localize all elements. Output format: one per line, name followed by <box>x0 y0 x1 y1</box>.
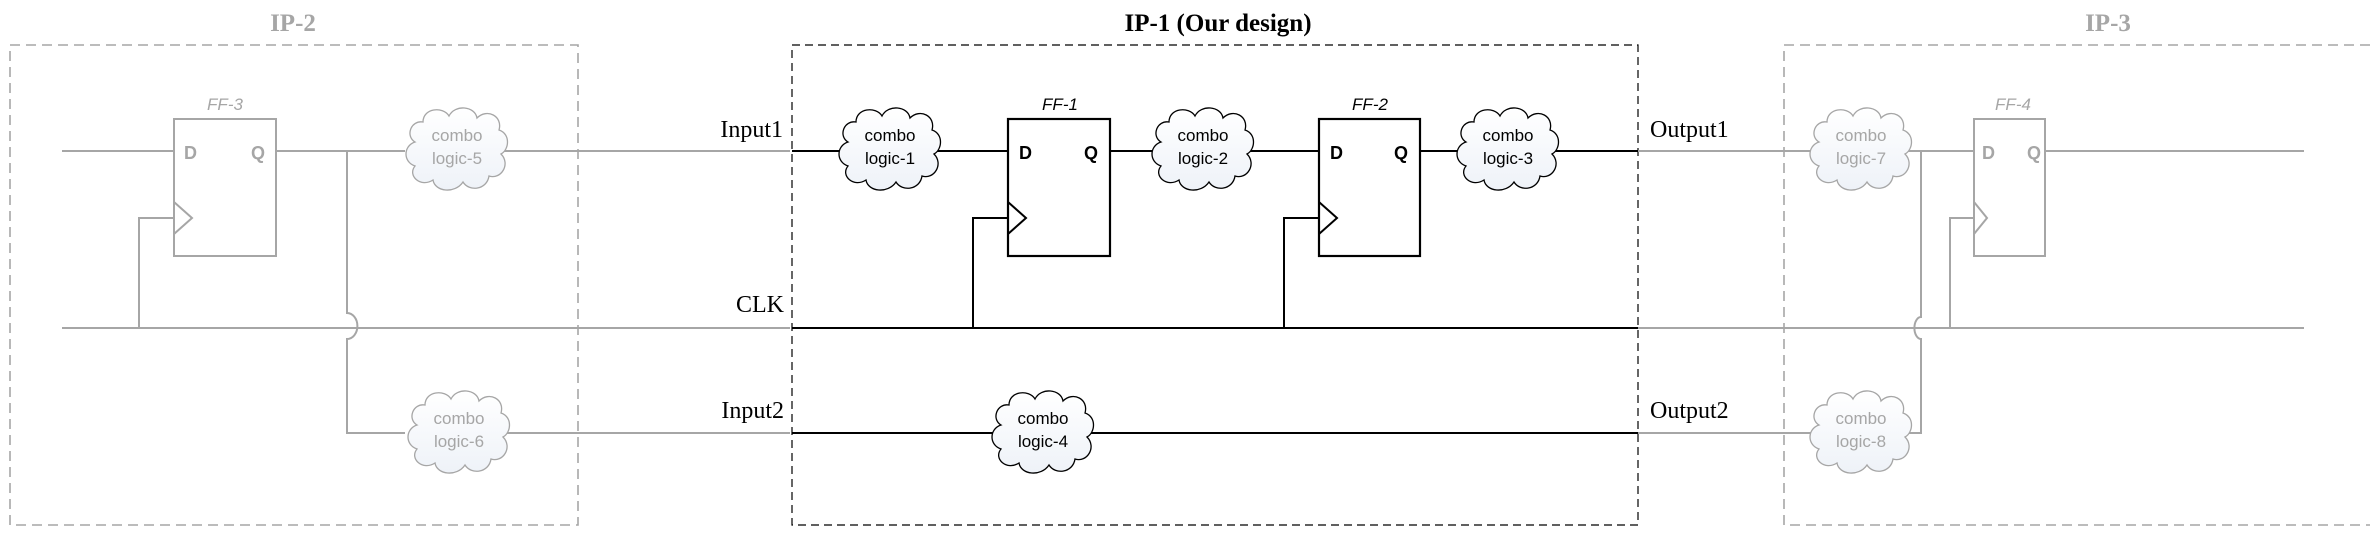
ip1-boundary <box>791 44 1639 526</box>
combo-logic-8-line2: logic-8 <box>1836 432 1886 451</box>
combo-logic-3-line2: logic-3 <box>1483 149 1533 168</box>
ff4-clock-wire <box>1949 217 1974 328</box>
combo-logic-7-line2: logic-7 <box>1836 149 1886 168</box>
ff2-label: FF-2 <box>1352 95 1388 114</box>
combo-logic-7: combo logic-7 <box>1809 107 1913 191</box>
ip2-block <box>9 44 790 526</box>
input2-label: Input2 <box>721 398 784 424</box>
ff1: FF-1 D Q <box>1006 95 1112 258</box>
ff4-q-pin: Q <box>2027 143 2041 163</box>
clk-label: CLK <box>736 292 785 318</box>
combo-logic-2-line1: combo <box>1177 126 1228 145</box>
ip2-title: IP-2 <box>270 10 316 37</box>
ff3-clock-wire <box>138 217 174 328</box>
combo-logic-3: combo logic-3 <box>1456 107 1560 191</box>
ff4-d-pin: D <box>1982 143 1995 163</box>
ip3-block <box>1638 44 2370 526</box>
ff2-clock-triangle <box>1318 201 1339 235</box>
ff3-d-pin: D <box>184 143 197 163</box>
combo-logic-1: combo logic-1 <box>838 107 942 191</box>
combo-logic-8-line1: combo <box>1835 409 1886 428</box>
ff2-box <box>1317 117 1422 258</box>
ff3-box <box>173 118 277 257</box>
combo-logic-6-line1: combo <box>433 409 484 428</box>
ff4-box <box>1973 118 2046 257</box>
ip2-boundary <box>9 44 579 526</box>
combo-logic-7-line1: combo <box>1835 126 1886 145</box>
ff3-label: FF-3 <box>207 95 243 114</box>
ff3-clock-triangle <box>173 201 194 235</box>
ff2: FF-2 D Q <box>1317 95 1422 258</box>
ip1-wires <box>792 150 1638 434</box>
combo-logic-5-line2: logic-5 <box>432 149 482 168</box>
combo-logic-6-line2: logic-6 <box>434 432 484 451</box>
ip2-branch-wire <box>346 151 405 434</box>
ff4-clock-triangle <box>1973 201 1989 235</box>
ff4-label: FF-4 <box>1995 95 2031 114</box>
ff1-q-pin: Q <box>1084 143 1098 163</box>
combo-logic-4-line1: combo <box>1017 409 1068 428</box>
combo-logic-4-line2: logic-4 <box>1018 432 1068 451</box>
ff2-q-pin: Q <box>1394 143 1408 163</box>
combo-logic-2-line2: logic-2 <box>1178 149 1228 168</box>
ip3-title: IP-3 <box>2085 10 2131 37</box>
combo-logic-1-line2: logic-1 <box>865 149 915 168</box>
ff1-clock-wire <box>972 217 1008 328</box>
input1-label: Input1 <box>720 117 783 143</box>
combo-logic-6: combo logic-6 <box>407 390 511 474</box>
combo-logic-3-line1: combo <box>1482 126 1533 145</box>
ip1-title: IP-1 (Our design) <box>1124 10 1311 37</box>
combo-logic-8: combo logic-8 <box>1809 390 1913 474</box>
ff1-d-pin: D <box>1019 143 1032 163</box>
output2-label: Output2 <box>1650 398 1729 424</box>
ff3-q-pin: Q <box>251 143 265 163</box>
ip3-boundary <box>1783 44 2370 526</box>
combo-logic-1-line1: combo <box>864 126 915 145</box>
ff1-clock-triangle <box>1007 201 1028 235</box>
combo-logic-2: combo logic-2 <box>1151 107 1255 191</box>
output1-label: Output1 <box>1650 117 1729 143</box>
combo-logic-5: combo logic-5 <box>405 107 509 191</box>
ff1-box <box>1006 117 1112 258</box>
combo-logic-5-line1: combo <box>431 126 482 145</box>
ff2-clock-wire <box>1283 217 1319 328</box>
ff2-d-pin: D <box>1330 143 1343 163</box>
ff1-label: FF-1 <box>1042 95 1078 114</box>
ip3-branch-wire <box>1897 151 1922 434</box>
combo-logic-4: combo logic-4 <box>991 390 1095 474</box>
